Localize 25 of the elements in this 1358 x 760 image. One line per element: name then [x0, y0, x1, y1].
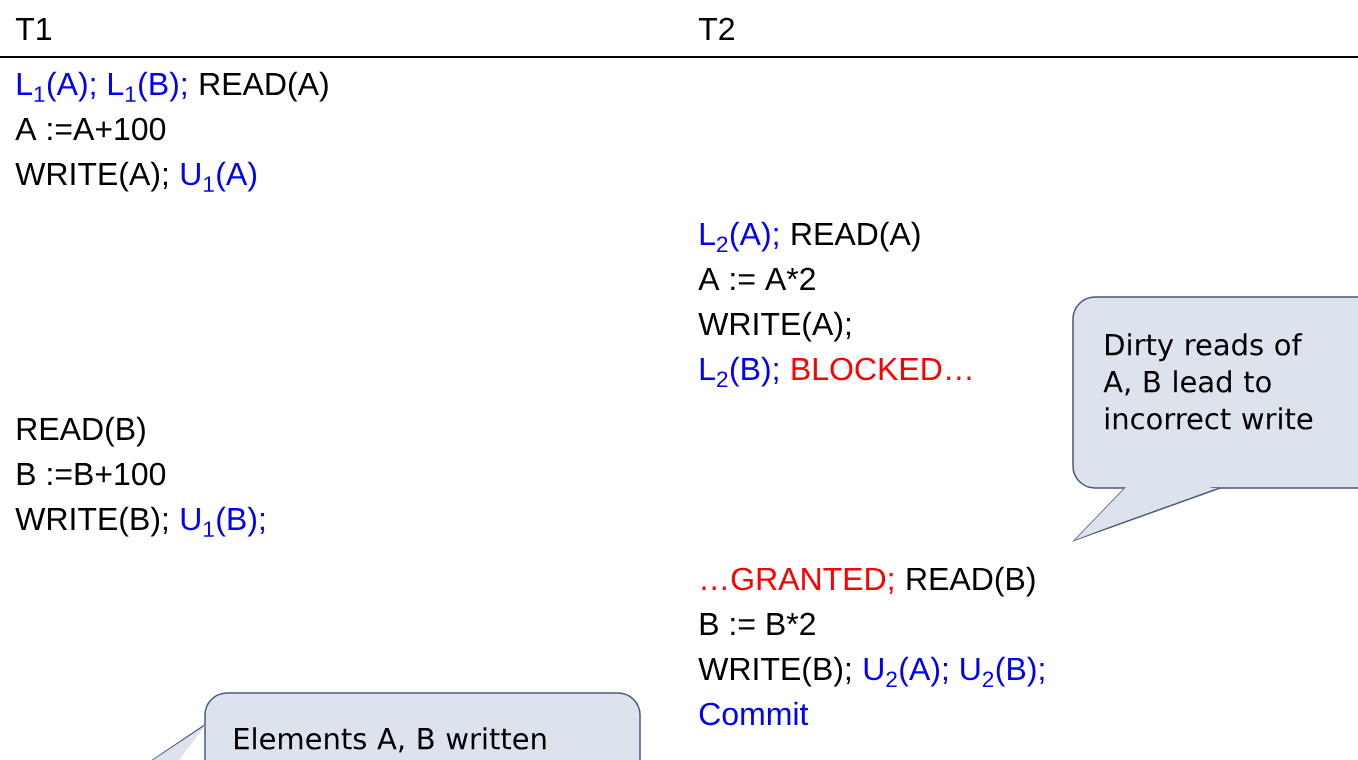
code-text: READ(B) [907, 566, 1035, 597]
code-text: L$_{1}$(A); L$_{1}$(B); [17, 71, 186, 102]
code-text: T2 [698, 17, 734, 40]
code-text: A :=A+100 [15, 117, 166, 141]
code-text: …GRANTED; [702, 567, 893, 595]
code-text: L$_{2}$(B); [700, 356, 778, 388]
code-text: WRITE(A); [698, 311, 850, 342]
code-text: B :=B+100 [17, 462, 166, 486]
code-text: B := B*2 [700, 612, 815, 635]
code-text: L$_{2}$(A); [700, 221, 778, 253]
code-text: U$_{1}$(A) [181, 161, 256, 192]
code-text: T1 [15, 18, 51, 40]
code-text: U$_{1}$(B); [181, 506, 264, 537]
code-text: WRITE(B); [698, 656, 850, 687]
code-text: READ(B) [17, 416, 145, 447]
code-text: Commit [699, 701, 809, 726]
speech-bubble: Elements A, B written [147, 692, 641, 760]
code-text: BLOCKED… [792, 357, 971, 381]
speech-bubble: Dirty reads of A, B lead to incorrect write [1072, 296, 1358, 542]
code-text: READ(A) [792, 221, 920, 252]
code-text: WRITE(A); [15, 161, 167, 192]
code-text: WRITE(B); [15, 506, 167, 537]
code-text: A := A*2 [698, 267, 815, 290]
code-text: U$_{2}$(A); U$_{2}$(B); [864, 656, 1044, 688]
code-text: READ(A) [200, 71, 328, 102]
